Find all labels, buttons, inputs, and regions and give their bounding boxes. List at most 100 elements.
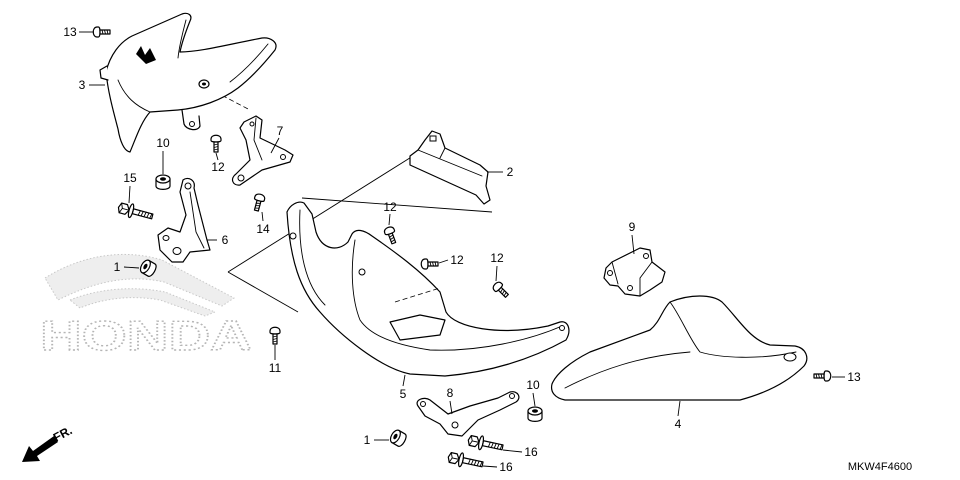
leader-line bbox=[388, 213, 391, 226]
mount-hole bbox=[172, 247, 182, 255]
callout-part-12: 12 bbox=[490, 251, 504, 265]
fold-line bbox=[417, 147, 483, 177]
callout-part-15: 15 bbox=[123, 171, 137, 185]
part-12-screw bbox=[210, 134, 222, 153]
callout-part-13: 13 bbox=[63, 25, 77, 39]
leader-line bbox=[123, 266, 140, 269]
mount-hole bbox=[627, 285, 633, 291]
fold-line bbox=[611, 261, 653, 297]
part-9-bracket bbox=[603, 247, 666, 297]
part-outline bbox=[550, 295, 808, 401]
emblem-icon bbox=[136, 46, 156, 64]
part-16-bolt bbox=[466, 432, 505, 455]
part-13-screw bbox=[813, 370, 832, 382]
fold-line bbox=[189, 191, 205, 249]
callout-part-12: 12 bbox=[211, 160, 225, 174]
callout-part-2: 2 bbox=[507, 165, 514, 179]
mount-hole bbox=[643, 253, 649, 259]
part-10-grommet bbox=[527, 406, 543, 422]
callout-part-3: 3 bbox=[79, 78, 86, 92]
callout-part-7: 7 bbox=[277, 124, 284, 138]
part-7-bracket bbox=[231, 115, 294, 186]
part-2-plate bbox=[409, 130, 491, 205]
part-outline bbox=[157, 177, 211, 263]
leader-line bbox=[495, 265, 498, 282]
callout-part-12: 12 bbox=[450, 253, 464, 267]
guide-line bbox=[227, 155, 414, 273]
part-outline bbox=[231, 115, 294, 186]
watermark-text: HONDA bbox=[40, 312, 252, 359]
part-5-lower-cowl bbox=[286, 201, 570, 377]
fold-line bbox=[299, 209, 563, 351]
callout-part-5: 5 bbox=[400, 387, 407, 401]
callout-part-16: 16 bbox=[524, 445, 538, 459]
wing-logo-icon bbox=[44, 253, 235, 307]
part-16-bolt bbox=[446, 449, 485, 472]
diagram-code: MKW4F4600 bbox=[848, 461, 912, 473]
part-12-screw bbox=[490, 279, 512, 301]
mount-hole bbox=[237, 174, 245, 182]
part-outline bbox=[416, 391, 520, 437]
part-4-side-cowl bbox=[550, 295, 808, 401]
part-12-screw bbox=[420, 258, 439, 270]
mount-tab bbox=[181, 109, 201, 131]
leader-line bbox=[631, 234, 635, 255]
leader-line bbox=[482, 465, 498, 468]
leader-line bbox=[677, 400, 681, 417]
callout-part-12: 12 bbox=[383, 200, 397, 214]
part-outline bbox=[105, 12, 277, 153]
mount-hole bbox=[429, 135, 437, 142]
part-1-grommet bbox=[387, 427, 409, 449]
leader-lines bbox=[79, 31, 845, 468]
callout-part-11: 11 bbox=[269, 361, 282, 375]
callout-part-9: 9 bbox=[629, 220, 636, 234]
callout-part-4: 4 bbox=[675, 417, 682, 431]
callout-part-1: 1 bbox=[114, 260, 121, 274]
panel-grommet-hole bbox=[202, 82, 206, 86]
front-arrow-icon bbox=[22, 436, 58, 462]
front-direction-indicator: FR. bbox=[22, 423, 74, 462]
mount-tab bbox=[99, 65, 109, 81]
part-3-panel bbox=[99, 12, 277, 153]
mount-hole bbox=[289, 232, 297, 240]
wing-logo-stripe bbox=[69, 288, 217, 317]
mount-hole bbox=[184, 182, 192, 190]
part-12-screw bbox=[382, 225, 400, 246]
honda-watermark: HONDA bbox=[39, 253, 253, 360]
mount-hole bbox=[783, 352, 797, 362]
callout-part-1: 1 bbox=[364, 433, 371, 447]
part-outline bbox=[286, 201, 570, 377]
callout-labels: 13 3 7 10 12 15 6 1 14 2 12 12 12 9 11 5… bbox=[63, 25, 861, 474]
part-15-bolt bbox=[116, 200, 155, 224]
part-8-bracket bbox=[416, 391, 520, 437]
part-6-bracket bbox=[157, 177, 211, 263]
leader-line bbox=[502, 449, 523, 453]
leader-line bbox=[449, 400, 453, 415]
guide-line bbox=[227, 271, 299, 313]
leader-line bbox=[128, 185, 131, 204]
leader-line bbox=[438, 259, 449, 264]
callout-part-6: 6 bbox=[222, 233, 229, 247]
part-outline bbox=[409, 130, 491, 205]
inner-brace bbox=[389, 314, 446, 341]
leader-line bbox=[270, 137, 280, 154]
fold-line bbox=[253, 117, 263, 161]
mount-hole bbox=[559, 325, 565, 331]
mount-hole bbox=[420, 401, 426, 407]
callout-part-16: 16 bbox=[499, 460, 513, 474]
part-14-screw bbox=[250, 192, 267, 213]
mount-hole bbox=[189, 121, 195, 127]
mount-hole bbox=[451, 421, 459, 429]
leader-line bbox=[261, 211, 264, 222]
callout-part-14: 14 bbox=[256, 222, 270, 236]
mount-hole bbox=[249, 121, 255, 127]
fold-line bbox=[564, 301, 797, 389]
part-outline bbox=[603, 247, 666, 297]
callout-part-10: 10 bbox=[526, 378, 540, 392]
mount-hole bbox=[607, 270, 613, 276]
mount-hole bbox=[162, 235, 170, 241]
mount-hole bbox=[280, 154, 286, 160]
leader-line bbox=[402, 374, 406, 387]
leader-line bbox=[215, 152, 219, 161]
